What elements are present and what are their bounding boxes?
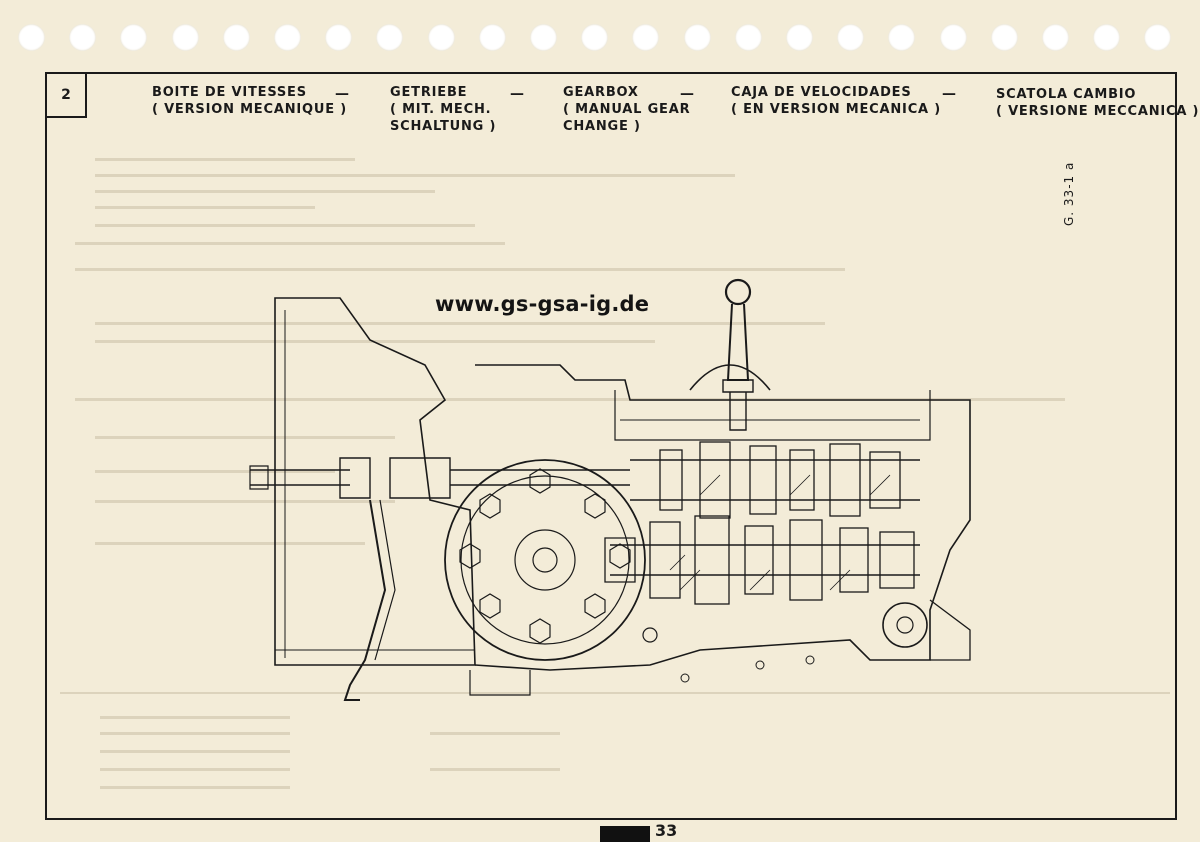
binder-hole <box>120 24 148 51</box>
show-through-line <box>100 732 290 735</box>
heading-english: GEARBOX ( MANUAL GEAR CHANGE ) <box>563 84 690 135</box>
binder-hole <box>69 24 97 51</box>
heading-separator: — <box>942 86 956 102</box>
heading-separator: — <box>680 86 694 102</box>
heading-italian-subtitle: ( VERSIONE MECCANICA ) <box>996 104 1200 119</box>
show-through-line <box>430 768 560 771</box>
binder-hole <box>1042 24 1069 51</box>
heading-german-title: GETRIEBE <box>390 85 468 100</box>
show-through-line <box>60 692 1170 694</box>
show-through-line <box>95 158 355 161</box>
show-through-line <box>95 224 475 227</box>
binder-hole <box>888 24 916 51</box>
heading-english-title: GEARBOX <box>563 85 639 100</box>
heading-italian-title: SCATOLA CAMBIO <box>996 87 1137 102</box>
gearbox-cutaway-drawing <box>249 278 971 701</box>
binder-hole <box>274 24 301 51</box>
heading-french: BOITE DE VITESSES ( VERSION MECANIQUE ) <box>152 84 347 118</box>
page-frame <box>45 72 1177 820</box>
chapter-number: 2 <box>45 72 87 118</box>
binder-hole <box>786 24 813 51</box>
show-through-line <box>100 786 290 789</box>
heading-spanish: CAJA DE VELOCIDADES ( EN VERSION MECANIC… <box>731 84 941 118</box>
heading-french-title: BOITE DE VITESSES <box>152 85 307 100</box>
show-through-line <box>95 174 735 177</box>
heading-separator: — <box>335 86 349 102</box>
show-through-line <box>95 470 335 473</box>
heading-french-subtitle: ( VERSION MECANIQUE ) <box>152 102 347 117</box>
binder-hole <box>581 24 609 51</box>
heading-spanish-title: CAJA DE VELOCIDADES <box>731 85 912 100</box>
binder-hole <box>530 24 557 51</box>
binder-hole <box>478 24 506 51</box>
heading-separator: — <box>510 86 524 102</box>
binder-hole <box>325 24 353 51</box>
heading-german-subtitle-2: SCHALTUNG ) <box>390 119 497 134</box>
binder-hole <box>939 24 967 51</box>
show-through-line <box>100 716 290 719</box>
show-through-line <box>75 242 505 245</box>
heading-spanish-subtitle: ( EN VERSION MECANICA ) <box>731 102 941 117</box>
binder-hole <box>734 24 762 51</box>
show-through-line <box>100 768 290 771</box>
binder-hole <box>222 24 250 51</box>
show-through-line <box>430 732 560 735</box>
binder-hole <box>18 24 45 51</box>
show-through-line <box>95 190 435 193</box>
binder-hole <box>1093 24 1121 51</box>
show-through-line <box>95 500 395 503</box>
heading-italian: SCATOLA CAMBIO ( VERSIONE MECCANICA ) <box>996 86 1199 120</box>
show-through-line <box>95 322 825 325</box>
watermark-url: www.gs-gsa-ig.de <box>435 292 650 316</box>
binder-hole <box>1144 24 1172 51</box>
binder-hole <box>376 24 404 51</box>
binder-hole <box>990 24 1018 51</box>
show-through-line <box>95 542 365 545</box>
heading-english-subtitle-2: CHANGE ) <box>563 119 641 134</box>
binder-hole <box>171 24 199 51</box>
heading-english-subtitle-1: ( MANUAL GEAR <box>563 102 691 117</box>
show-through-line <box>75 398 1065 401</box>
heading-german-subtitle-1: ( MIT. MECH. <box>390 102 492 117</box>
page-number-bar <box>600 826 650 842</box>
show-through-line <box>100 750 290 753</box>
show-through-line <box>95 206 315 209</box>
binder-hole <box>427 24 455 51</box>
page-number: 33 <box>655 821 678 840</box>
binder-holes <box>18 24 1188 54</box>
show-through-line <box>95 436 395 439</box>
binder-hole <box>683 24 711 51</box>
binder-hole <box>632 24 660 51</box>
binder-hole <box>837 24 865 51</box>
heading-german: GETRIEBE ( MIT. MECH. SCHALTUNG ) <box>390 84 496 135</box>
figure-reference: G. 33-1 a <box>1062 161 1076 226</box>
show-through-line <box>75 268 845 271</box>
